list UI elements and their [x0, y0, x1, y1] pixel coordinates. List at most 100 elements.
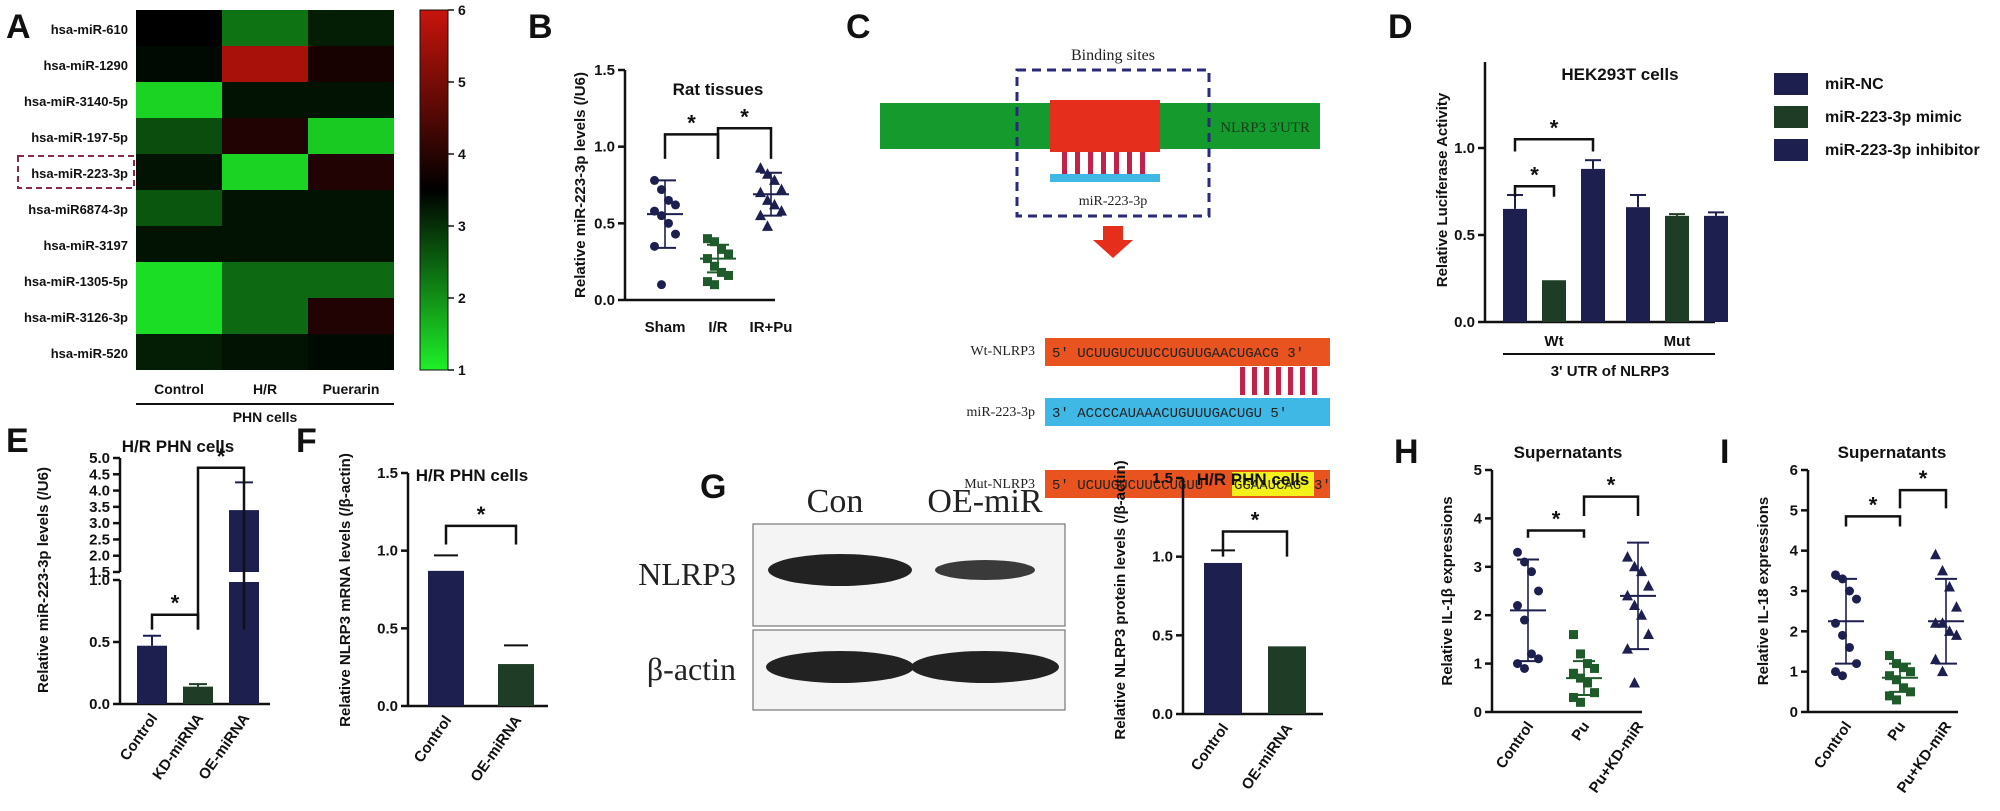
significance-0-bracket: [663, 133, 720, 159]
binding-tick: [1140, 152, 1145, 174]
y-tick-label: 1.0: [1454, 140, 1475, 157]
data-point-i-r: [703, 234, 712, 244]
significance-0-star: *: [1869, 492, 1878, 517]
data-point-pu-kd-mir: [1930, 653, 1941, 665]
bar-mir-223-3p-mimic: [1542, 280, 1566, 322]
data-point-pu-kd-mir: [1622, 551, 1633, 562]
significance-1-bracket: [1898, 488, 1948, 509]
data-point-control: [1831, 570, 1840, 580]
data-point-control: [1838, 671, 1847, 681]
data-point-control: [1831, 667, 1840, 677]
mut-seq-mutated: GGAAUCAG: [1234, 478, 1301, 494]
I-y-tick-label: 4: [1790, 543, 1799, 560]
binding-tick: [1088, 152, 1093, 174]
data-point-pu: [1583, 678, 1592, 688]
colorbar-tick-label: 2: [458, 290, 466, 306]
significance-0-bracket: [444, 524, 518, 545]
heatmap-cell: [222, 226, 308, 262]
data-point-pu: [1899, 683, 1908, 693]
data-point-sham: [671, 229, 680, 239]
y-tick-label: 1.0: [89, 572, 110, 589]
y-tick-label: 4.0: [89, 483, 110, 500]
y-tick-label: 3.0: [89, 515, 110, 532]
significance-1-star: *: [1607, 473, 1616, 498]
data-point-ir-pu: [755, 162, 766, 173]
mut-seq-suffix: 3': [1314, 478, 1331, 494]
significance-1-bracket: [196, 466, 246, 630]
y-axis-label: Relative NLRP3 protein levels (/β-actin): [1112, 460, 1129, 739]
heatmap-cell: [308, 226, 394, 262]
bar-control: [428, 570, 464, 706]
heatmap-cell: [136, 46, 222, 82]
data-point-pu: [1892, 695, 1901, 705]
bar-mir-nc: [1503, 208, 1527, 322]
significance-0-bracket: [1526, 529, 1586, 538]
pair-tick: [1312, 367, 1317, 395]
H-y-tick-label: 1: [1474, 656, 1482, 673]
bar-mir-nc: [1626, 207, 1650, 322]
heatmap-cell: [308, 118, 394, 154]
heatmap-cell: [308, 82, 394, 118]
heatmap-cell: [136, 262, 222, 298]
panel-label-g: G: [700, 468, 726, 506]
heatmap-cell: [308, 190, 394, 226]
data-point-i-r: [710, 280, 719, 290]
data-point-pu: [1885, 651, 1894, 661]
blot-row-label: NLRP3: [638, 556, 736, 592]
heatmap-cell: [308, 46, 394, 82]
B-y-tick-label: 1.0: [594, 139, 615, 156]
heatmap-x-label: PHN cells: [233, 409, 298, 425]
legend-swatch: [1774, 73, 1808, 95]
panel-title: HEK293T cells: [1561, 65, 1678, 84]
wt-seq: 5' UCUUGUCUUCCUGUUGAACUGACG 3': [1052, 346, 1304, 362]
heatmap-cell: [222, 190, 308, 226]
panel-title: H/R PHN cells: [416, 466, 528, 485]
data-point-pu: [1576, 697, 1585, 707]
heatmap-cell: [308, 10, 394, 46]
y-tick-label: 0.0: [89, 696, 110, 713]
panel-label-b: B: [528, 8, 553, 46]
blot-lane-label: Con: [807, 483, 864, 520]
data-point-pu: [1569, 692, 1578, 702]
data-point-sham: [650, 241, 659, 251]
heatmap-cell: [308, 334, 394, 370]
y-tick-label: 5.0: [89, 450, 110, 467]
heatmap-cell: [136, 226, 222, 262]
mut-seq-prefix: 5' UCUUGUCUUCCUGUU: [1052, 478, 1203, 494]
seq-row-label: miR-223-3p: [967, 405, 1035, 420]
significance-0-star: *: [1530, 162, 1539, 187]
data-point-control: [1513, 547, 1522, 557]
colorbar-tick-label: 5: [458, 74, 466, 90]
data-point-sham: [664, 195, 673, 205]
panel-label-i: I: [1720, 433, 1729, 471]
B-y-tick-label: 0.5: [594, 215, 615, 232]
data-point-ir-pu: [776, 205, 787, 216]
heatmap-cell: [222, 334, 308, 370]
x-category-label: Control: [1811, 719, 1856, 772]
heatmap-column-label: Control: [154, 381, 204, 397]
heatmap-cell: [222, 298, 308, 334]
data-point-pu-kd-mir: [1643, 628, 1654, 640]
y-tick-label: 0.5: [89, 634, 110, 651]
heatmap-column-label: H/R: [253, 381, 277, 397]
F-y-tick-label: 0.5: [377, 620, 398, 637]
data-point-control: [1527, 567, 1536, 577]
panel-title: Rat tissues: [673, 80, 764, 99]
data-point-control: [1831, 618, 1840, 628]
x-category-label: Wt: [1544, 333, 1563, 350]
blot-band: [768, 554, 912, 586]
heatmap-row-label: hsa-miR-3197: [43, 238, 128, 253]
heatmap-row-label: hsa-miR-197-5p: [31, 130, 128, 145]
x-category-label: Sham: [645, 319, 686, 336]
F-y-tick-label: 0.0: [377, 698, 398, 715]
panel-label-d: D: [1388, 8, 1413, 46]
data-point-ir-pu: [762, 220, 773, 231]
H-y-tick-label: 5: [1474, 462, 1482, 479]
I-y-tick-label: 1: [1790, 664, 1798, 681]
H-y-tick-label: 3: [1474, 559, 1482, 576]
pair-tick: [1252, 367, 1257, 395]
heatmap-cell: [222, 118, 308, 154]
B-y-tick-label: 1.5: [594, 62, 615, 79]
legend-swatch: [1774, 106, 1808, 128]
